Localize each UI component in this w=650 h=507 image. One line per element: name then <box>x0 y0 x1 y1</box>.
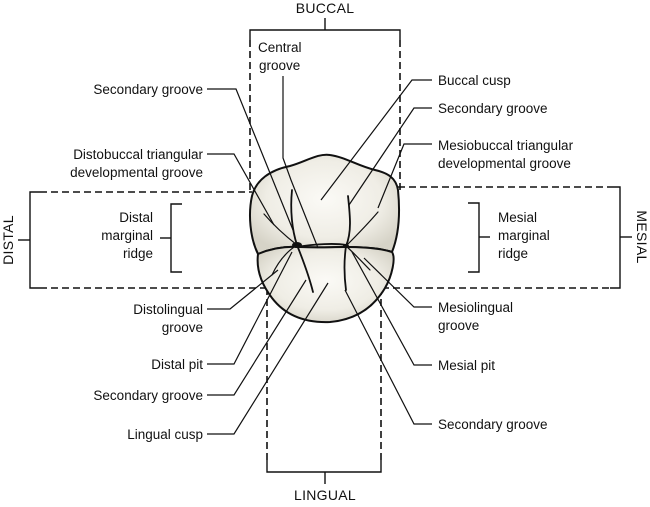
label-distolingual-line2: groove <box>162 320 203 335</box>
lingual-bracket <box>266 288 382 484</box>
label-central-groove-line1: Central <box>258 40 302 55</box>
label-distal-ridge-line1: Distal <box>119 210 153 225</box>
mesiobuccal-triangular-groove-line <box>345 211 379 247</box>
distal-buccal-groove <box>290 189 298 246</box>
distal-bracket <box>18 191 268 289</box>
lingual-label: LINGUAL <box>294 487 356 502</box>
mesial-buccal-groove <box>345 195 351 247</box>
leader-distobuccal <box>207 153 275 226</box>
label-mesiolingual-line1: Mesiolingual <box>438 300 513 315</box>
label-secondary-groove-2: Secondary groove <box>93 388 203 403</box>
label-mesial-ridge-line1: Mesial <box>498 210 537 225</box>
label-mesiobuccal-line2: developmental groove <box>438 156 571 171</box>
distolingual-groove-line <box>271 244 298 276</box>
buccal-bracket <box>249 18 401 190</box>
leader-secondary-groove-3 <box>348 107 432 206</box>
label-secondary-groove-3: Secondary groove <box>438 101 548 116</box>
label-secondary-groove-4: Secondary groove <box>438 417 548 432</box>
label-distal-ridge-line2: marginal <box>101 228 153 243</box>
mesial-bracket <box>382 186 632 289</box>
label-distobuccal-line2: developmental groove <box>70 165 203 180</box>
leader-mesiobuccal <box>377 143 432 209</box>
label-mesiobuccal-line1: Mesiobuccal triangular <box>438 138 574 153</box>
distal-lingual-secondary-groove <box>296 244 314 293</box>
leader-lingual-cusp <box>207 282 329 435</box>
leader-distolingual <box>207 269 279 310</box>
label-mesial-ridge-line2: marginal <box>498 228 550 243</box>
label-distal-pit: Distal pit <box>151 357 203 372</box>
distobuccal-triangular-groove-line <box>263 213 298 246</box>
leader-secondary-groove-1 <box>207 88 294 231</box>
mesial-label: MESIAL <box>634 210 650 263</box>
label-distobuccal-line1: Distobuccal triangular <box>73 147 203 162</box>
mesiolingual-groove-line <box>345 245 371 271</box>
label-mesial-pit: Mesial pit <box>438 358 495 373</box>
leader-secondary-groove-2 <box>207 279 307 396</box>
buccal-label: BUCCAL <box>296 0 355 16</box>
label-distal-ridge-line3: ridge <box>123 246 153 261</box>
leader-mesial-pit <box>351 251 432 366</box>
label-secondary-groove-1: Secondary groove <box>93 82 203 97</box>
distal-ridge-bracket <box>160 203 182 273</box>
lingual-cusp-outline <box>256 245 395 324</box>
mesial-ridge-bracket <box>468 202 490 273</box>
label-central-groove-line2: groove <box>259 58 300 73</box>
buccal-cusp-outline <box>249 153 401 256</box>
distal-label: DISTAL <box>0 215 16 265</box>
leader-central-groove <box>282 76 319 249</box>
label-buccal-cusp: Buccal cusp <box>438 73 511 88</box>
label-lingual-cusp: Lingual cusp <box>127 427 203 442</box>
mesial-lingual-secondary-groove <box>343 245 347 291</box>
label-distolingual-line1: Distolingual <box>133 302 203 317</box>
label-mesial-ridge-line3: ridge <box>498 246 528 261</box>
leader-secondary-groove-4 <box>344 289 432 425</box>
leader-buccal-cusp <box>320 79 432 201</box>
leader-mesiolingual <box>363 257 432 308</box>
label-mesiolingual-line2: groove <box>438 318 479 333</box>
leader-distal-pit <box>207 251 293 365</box>
